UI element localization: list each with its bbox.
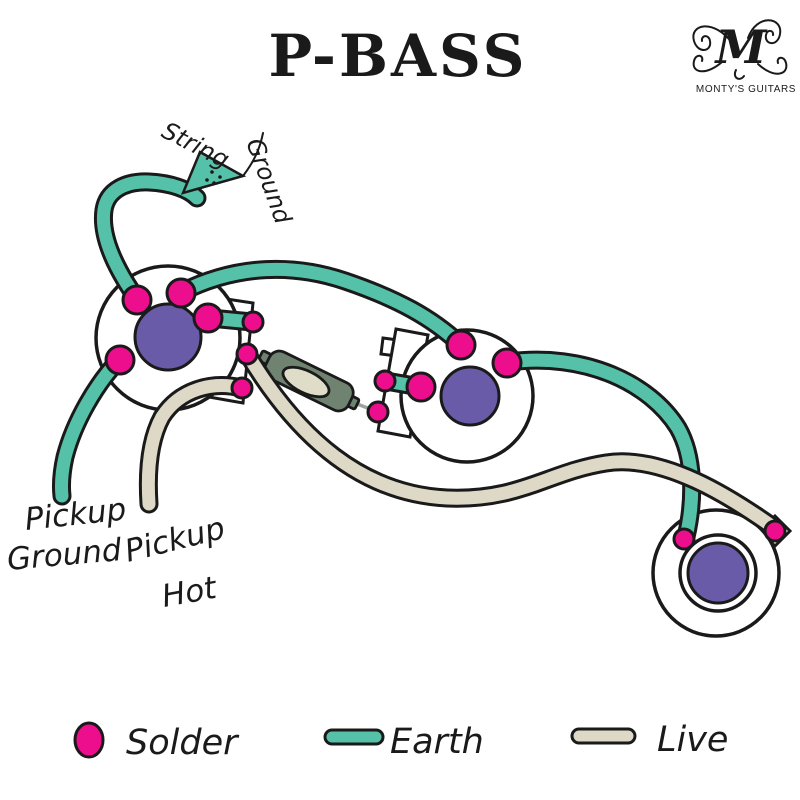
arrow-dot — [212, 181, 216, 185]
pickup-hot-annotation: Pickup Hot — [121, 510, 228, 615]
pickup-ground-label-2: Ground — [6, 532, 124, 578]
logo-swirl-icon — [692, 25, 734, 51]
volume-pot-shaft — [133, 302, 203, 372]
logo-swirl-icon — [747, 19, 782, 45]
logo-monogram: M — [714, 20, 769, 74]
legend-live-label: Live — [657, 720, 728, 760]
logo-swirl-icon — [757, 56, 788, 75]
pickup-ground-annotation: Pickup Ground — [6, 492, 128, 578]
solder-dot — [672, 527, 696, 551]
solder-dot — [235, 342, 259, 366]
solder-dot — [491, 347, 523, 379]
pickup-hot-wire — [138, 376, 251, 514]
solder-dot — [121, 284, 153, 316]
capacitor-label — [281, 365, 331, 399]
pot-to-pot-earth-wire — [172, 259, 470, 354]
arrow-dot — [218, 175, 222, 179]
solder-dot — [230, 376, 254, 400]
solder-dot — [241, 310, 265, 334]
string-ground-label-2: Ground — [240, 134, 297, 228]
solder-dot — [373, 369, 397, 393]
pickup-hot-label-2: Hot — [159, 570, 221, 615]
solder-joints — [104, 277, 787, 551]
string-ground-annotation: String Ground — [157, 116, 297, 228]
arrow-dot — [205, 178, 209, 182]
pickup-ground-wire — [51, 350, 129, 506]
pot-to-jack-live-wire — [238, 345, 783, 537]
solder-dot — [192, 302, 224, 334]
solder-dot — [405, 371, 437, 403]
legend-solder-swatch — [73, 721, 105, 759]
output-jack-hole — [686, 541, 750, 605]
pot-to-jack-earth-wire — [498, 350, 702, 547]
legend: Solder Earth Live — [73, 720, 728, 763]
brand-logo: M MONTY'S GUITARS — [692, 19, 796, 95]
tone-pot-shaft — [439, 365, 501, 427]
solder-dot — [366, 400, 390, 424]
logo-name: MONTY'S GUITARS — [696, 84, 796, 95]
logo-swirl-icon — [692, 54, 723, 73]
annotation-slash — [242, 132, 264, 177]
solder-dot — [165, 277, 197, 309]
solder-dot — [763, 519, 787, 543]
string-ground-wire — [93, 172, 207, 309]
legend-earth-swatch — [323, 728, 385, 746]
solder-dot — [445, 329, 477, 361]
solder-dot — [104, 344, 136, 376]
pickup-hot-label-1: Pickup — [121, 510, 228, 570]
legend-live-swatch — [570, 727, 637, 745]
pickup-ground-label-1: Pickup — [23, 492, 128, 538]
arrow-dot — [210, 170, 214, 174]
logo-swirl-icon — [734, 69, 745, 80]
page-title: P-BASS — [268, 22, 527, 90]
legend-solder-label: Solder — [126, 723, 240, 763]
legend-earth-label: Earth — [390, 722, 484, 762]
